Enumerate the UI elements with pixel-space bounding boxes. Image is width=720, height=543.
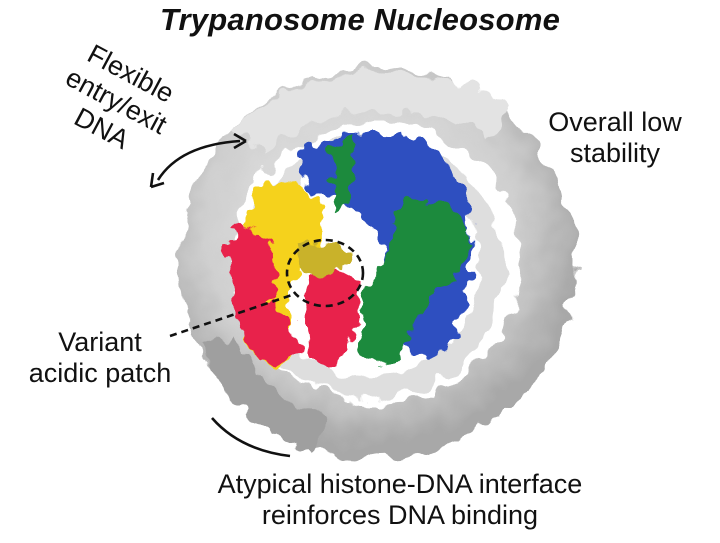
flexible-dna-arrow [149, 132, 247, 189]
stability-label: Overall low stability [525, 107, 705, 169]
interface-line-2: reinforces DNA binding [261, 500, 539, 530]
h2a-density [228, 226, 300, 363]
interface-arc [211, 417, 291, 458]
acidic-line-2: acidic patch [28, 358, 172, 388]
stability-line-2: stability [569, 138, 661, 168]
acidic-patch-marker [169, 238, 365, 338]
acidic-line-1: Variant [58, 327, 142, 357]
stability-line-1: Overall low [548, 107, 682, 137]
interface-label: Atypical histone-DNA interface reinforce… [90, 469, 710, 531]
figure-title: Trypanosome Nucleosome [159, 2, 561, 37]
interface-line-1: Atypical histone-DNA interface [217, 469, 583, 499]
h4-density [330, 135, 355, 210]
acidic-patch-label: Variant acidic patch [10, 327, 190, 389]
histone-core [228, 132, 471, 366]
